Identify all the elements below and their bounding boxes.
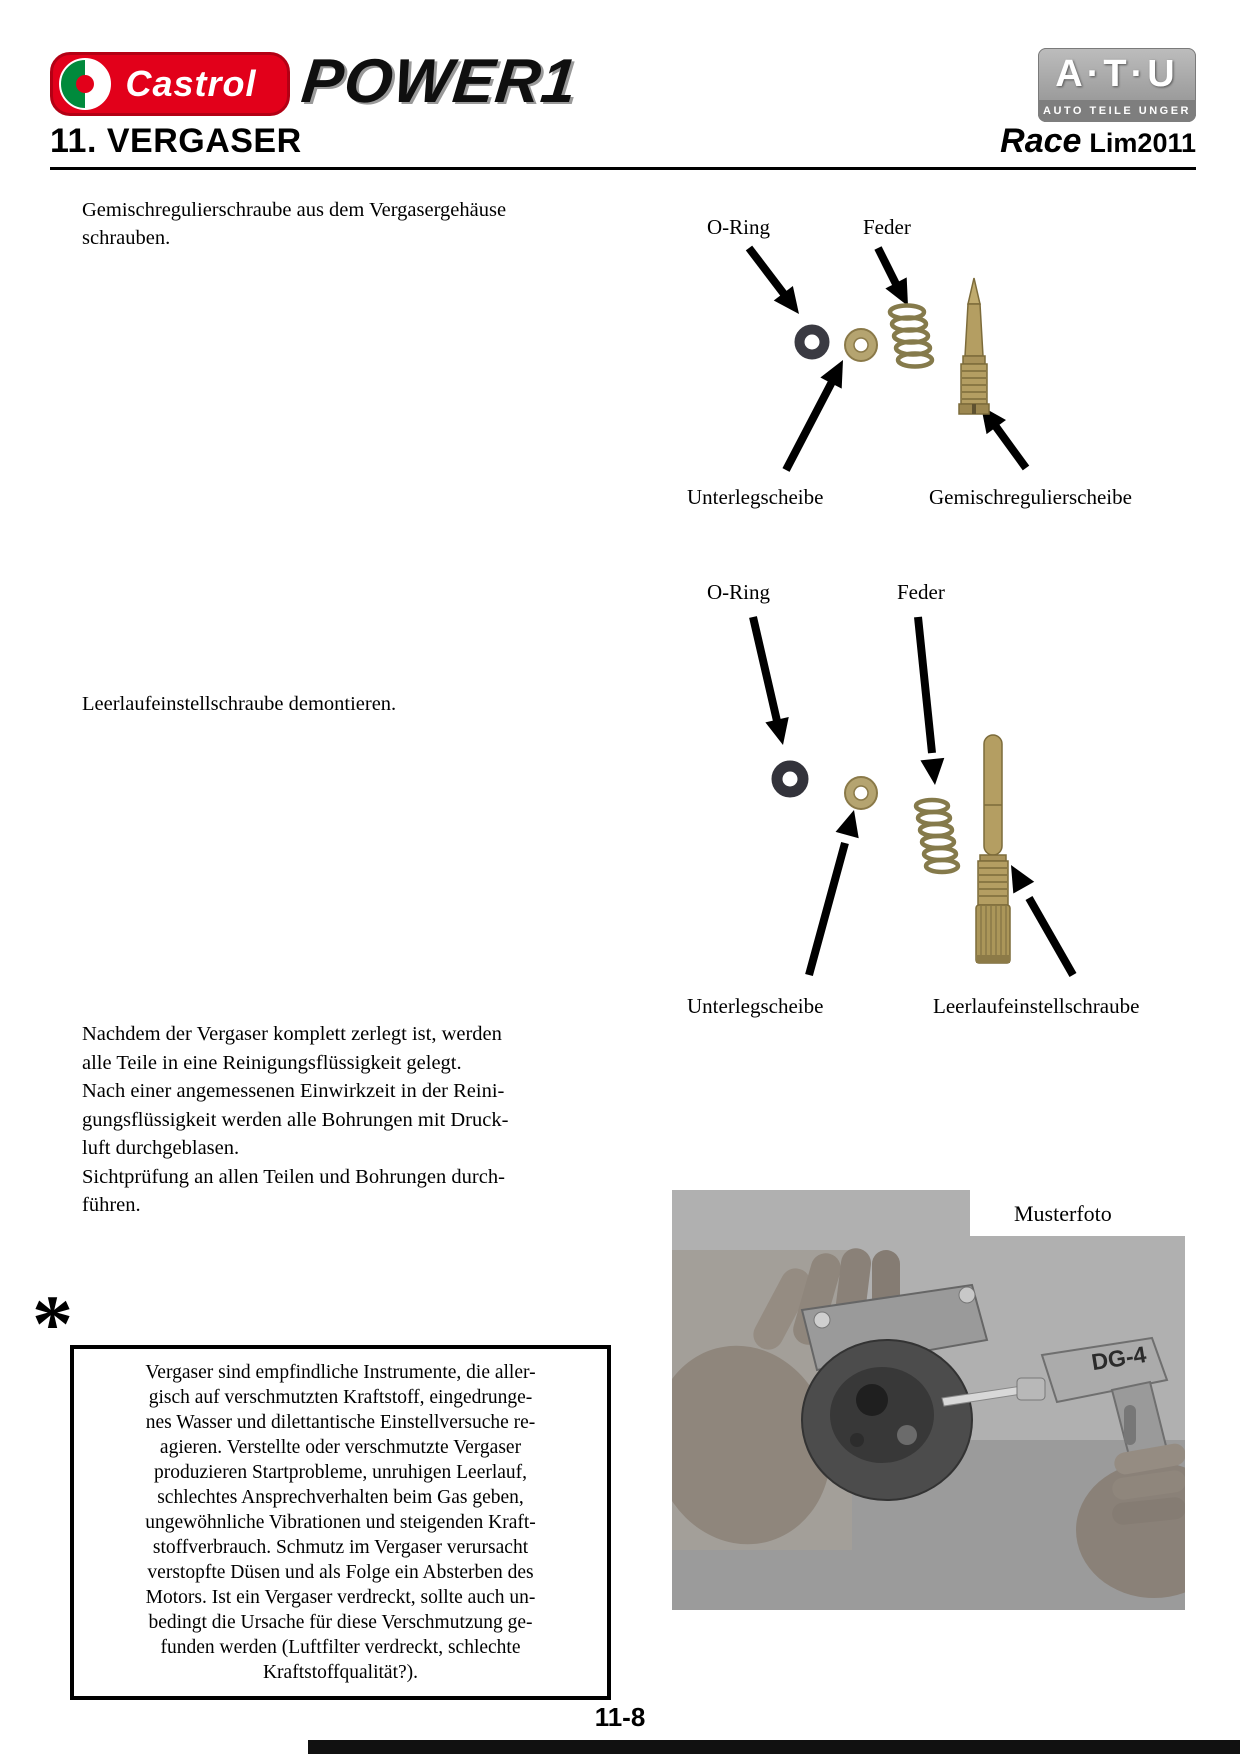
page-number: 11-8 — [594, 1702, 646, 1732]
spring-part — [887, 303, 935, 369]
instruction-step2: Leerlaufeinstellschraube demontieren. — [82, 693, 397, 715]
idle-screw-part — [975, 734, 1011, 964]
castrol-emblem-dot — [76, 75, 94, 93]
fig1-label-oring: O-Ring — [707, 215, 771, 239]
sample-photo: DG-4 Musterfoto — [672, 1190, 1185, 1610]
air-gun: DG-4 — [941, 1336, 1179, 1500]
cleaning-instructions: Nachdem der Vergaser komplett zerlegt is… — [82, 1023, 509, 1216]
photo-caption: Musterfoto — [1014, 1201, 1112, 1226]
castrol-emblem-icon — [59, 58, 111, 110]
oring-part — [794, 324, 830, 360]
fig2-label-oring: O-Ring — [707, 580, 771, 604]
model-code: Lim2011 — [1089, 128, 1196, 158]
atu-logo: A·T·U AUTO TEILE UNGER — [1038, 48, 1196, 122]
atu-letters: A·T·U — [1055, 52, 1179, 95]
warning-note-box: Vergaser sind empfindliche Instrumente, … — [70, 1345, 611, 1700]
arrow-to-screw — [1011, 865, 1077, 977]
note-asterisk: * — [32, 1278, 73, 1369]
scan-edge-bar — [308, 1740, 1240, 1754]
spring-part — [913, 797, 961, 875]
arrow-to-oring — [745, 245, 799, 314]
power1-logo: POWER1 — [298, 47, 581, 116]
mixture-screw-part — [958, 277, 990, 415]
atu-tagline: AUTO TEILE UNGER — [1038, 100, 1196, 122]
screw-threads — [962, 370, 986, 400]
model-name: Race — [1000, 122, 1082, 160]
fig2-label-washer: Unterlegscheibe — [687, 994, 823, 1018]
fig2-label-screw: Leerlaufeinstellschraube — [933, 994, 1139, 1018]
arrow-to-washer — [782, 360, 843, 472]
header-rule — [50, 167, 1196, 170]
arrow-to-washer — [805, 810, 859, 977]
mixture-screw-diagram: O-Ring Feder Unterlegscheibe Gemischregu… — [687, 215, 1132, 509]
arrow-to-spring — [874, 246, 908, 306]
knurl-lines — [980, 906, 1007, 962]
caption-patch — [970, 1190, 1185, 1236]
fig2-label-spring: Feder — [897, 580, 945, 604]
idle-screw-diagram: O-Ring Feder Unterlegscheibe Leerlaufein… — [687, 580, 1139, 1018]
washer-part — [844, 776, 878, 810]
washer-part — [844, 328, 878, 362]
fig1-label-screw: Gemischregulierscheibe — [929, 485, 1132, 509]
fig1-label-spring: Feder — [863, 215, 911, 239]
arrow-to-spring — [914, 616, 945, 785]
right-hand — [1076, 1443, 1185, 1598]
carburetor — [800, 1283, 989, 1501]
screw-threads — [979, 867, 1007, 897]
castrol-wordmark: Castrol — [125, 63, 257, 104]
instruction-step1: Gemischregulierschraube aus dem Vergaser… — [82, 199, 507, 249]
fig1-label-washer: Unterlegscheibe — [687, 485, 823, 509]
oring-part — [771, 760, 809, 798]
section-title: 11. VERGASER — [50, 122, 302, 160]
castrol-logo: Castrol — [50, 52, 290, 116]
arrow-to-oring — [749, 616, 789, 745]
